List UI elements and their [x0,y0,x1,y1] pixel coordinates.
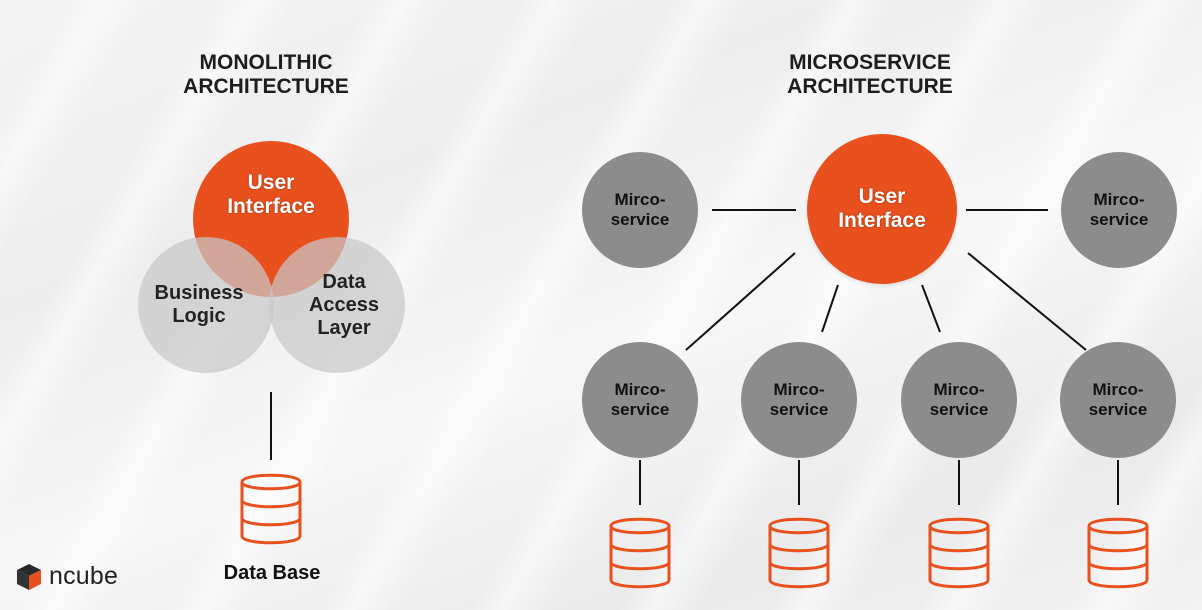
node-label-line: Business [154,282,244,304]
microservice-user-interface-node: User Interface [807,134,957,284]
node-label-line: service [769,400,829,419]
heading-line: MICROSERVICE [789,51,951,74]
heading-line: ARCHITECTURE [183,75,349,98]
node-label-line: Mirco- [773,380,825,399]
microservice-heading: MICROSERVICE ARCHITECTURE [760,51,980,99]
node-label-line: Mirco- [614,190,666,209]
node-label-line: service [610,210,670,229]
heading-line: MONOLITHIC [199,51,333,74]
database-icon [928,517,990,589]
node-label-line: service [929,400,989,419]
ncube-cube-logo-icon [17,563,41,590]
heading-line: ARCHITECTURE [787,75,953,98]
microservice-node: Mirco- service [901,342,1017,458]
node-label-line: Logic [172,305,226,327]
logo-text: ncube [49,562,119,590]
node-label-line: Interface [227,195,315,218]
node-label-line: User [858,185,906,208]
microservice-node: Mirco- service [582,152,698,268]
node-label-line: service [610,400,670,419]
business-logic-node: Business Logic [138,237,274,373]
microservice-node: Mirco- service [582,342,698,458]
ui-to-ms-bottom-2 [821,284,839,333]
node-label-line: Mirco- [614,380,666,399]
ui-to-ms-bottom-3 [921,284,941,333]
microservice-node: Mirco- service [1061,152,1177,268]
microservice-node: Mirco- service [1060,342,1176,458]
ui-to-ms-bottom-1 [685,252,796,351]
database-icon [240,473,302,545]
node-label-line: Mirco- [1093,190,1145,209]
node-label-line: Interface [838,209,926,232]
database-label: Data Base [223,562,321,584]
database-icon [768,517,830,589]
monolithic-heading: MONOLITHIC ARCHITECTURE [166,51,366,99]
node-label-line: service [1088,400,1148,419]
ui-to-ms-bottom-4 [967,252,1087,351]
node-label-line: service [1089,210,1149,229]
node-label-line: Layer [317,316,371,339]
ncube-logo: ncube [16,562,118,591]
database-icon [1087,517,1149,589]
node-label-line: Data [322,270,366,293]
node-label-line: User [247,171,295,194]
database-icon [609,517,671,589]
node-label-line: Access [308,293,380,316]
node-label-line: Mirco- [933,380,985,399]
node-label-line: Mirco- [1092,380,1144,399]
microservice-node: Mirco- service [741,342,857,458]
data-access-layer-node: Data Access Layer [269,237,405,373]
